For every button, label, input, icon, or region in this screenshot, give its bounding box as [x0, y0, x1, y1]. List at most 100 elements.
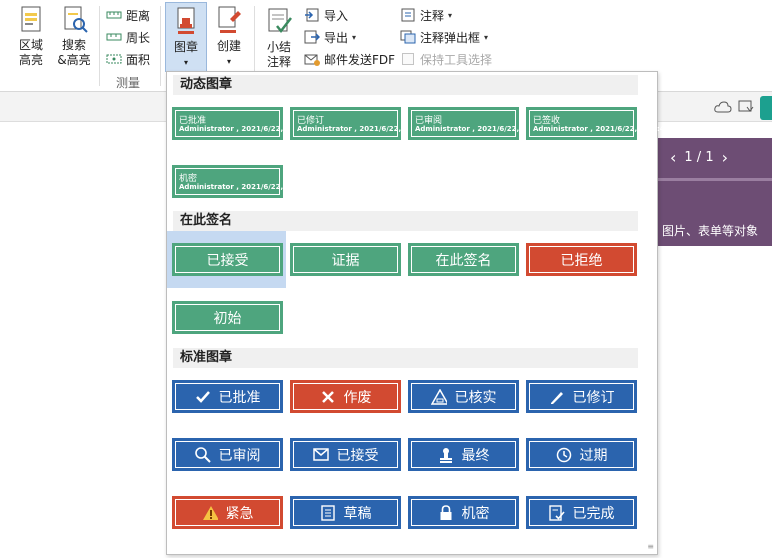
- export-caret[interactable]: ▾: [352, 32, 357, 42]
- standard-stamp-confidential[interactable]: 机密: [408, 496, 519, 529]
- download-icon[interactable]: [738, 100, 754, 117]
- stamp-label: 紧急: [225, 505, 254, 522]
- distance-button[interactable]: 距离: [106, 6, 150, 24]
- document-icon: [320, 504, 336, 521]
- annotation-popup-caret[interactable]: ▾: [484, 32, 489, 42]
- dynamic-stamps-header: 动态图章: [173, 75, 638, 95]
- area-label: 面积: [126, 52, 151, 67]
- create-stamp-icon: [214, 5, 244, 37]
- standard-stamp-revised[interactable]: 已修订: [526, 380, 637, 413]
- panel-toggle-icon[interactable]: [760, 96, 772, 120]
- email-fdf-label: 邮件发送FDF: [324, 52, 396, 67]
- stamp-label: 最终: [461, 447, 490, 464]
- standard-stamp-approved[interactable]: 已批准: [172, 380, 283, 413]
- stamp-subtitle: Administrator , 2021/6/22, 8:55:48: [297, 125, 434, 133]
- email-fdf-button[interactable]: 邮件发送FDF: [304, 50, 395, 68]
- ribbon-separator: [99, 6, 100, 86]
- stamp-label: 已修订: [572, 389, 615, 406]
- stamp-dropdown-caret[interactable]: ▾: [183, 58, 188, 67]
- triangle-icon: [430, 388, 447, 405]
- next-page-button[interactable]: ›: [721, 148, 728, 167]
- sign-stamp-accepted[interactable]: 已接受: [172, 243, 283, 276]
- standard-stamp-accepted[interactable]: 已接受: [290, 438, 401, 471]
- create-dropdown-caret[interactable]: ▾: [226, 57, 231, 66]
- import-label: 导入: [324, 8, 349, 23]
- export-label: 导出: [324, 30, 349, 45]
- panel-description: 、图片、表单等对象: [650, 224, 759, 238]
- stamp-title: 机密: [179, 174, 198, 184]
- resize-grip-icon[interactable]: ≡: [647, 542, 654, 551]
- dynamic-stamp-confidential[interactable]: 机密 Administrator , 2021/6/22, 8:55:48: [172, 165, 316, 198]
- stamp-label: 过期: [579, 447, 608, 464]
- sign-stamp-sign-here[interactable]: 在此签名: [408, 243, 519, 276]
- toolbar-right-icons: [714, 96, 772, 120]
- area-highlight-icon: [16, 4, 46, 36]
- annotation-popup-label: 注释弹出框: [420, 30, 481, 45]
- stamp-label: 已批准: [218, 389, 261, 406]
- stamp-label: 已核实: [454, 389, 497, 406]
- keep-tool-label: 保持工具选择: [420, 52, 493, 67]
- sign-here-header: 在此签名: [173, 211, 638, 231]
- keep-tool-checkbox[interactable]: [402, 53, 414, 65]
- stamp-button[interactable]: 图章 ▾: [165, 2, 207, 72]
- stamp-subtitle: Administrator , 2021/6/22, 8:55:48: [533, 125, 670, 133]
- stamp-dropdown-menu: 动态图章 已批准 Administrator , 2021/6/22, 8:55…: [166, 71, 670, 555]
- dynamic-stamp-received[interactable]: 已签收 Administrator , 2021/6/22, 8:55:48: [526, 107, 670, 140]
- ribbon-separator: [160, 6, 161, 86]
- dynamic-stamp-approved[interactable]: 已批准 Administrator , 2021/6/22, 8:55:48: [172, 107, 316, 140]
- annotation-popup-button[interactable]: 注释弹出框 ▾: [400, 28, 488, 46]
- dynamic-stamp-revised[interactable]: 已修订 Administrator , 2021/6/22, 8:55:48: [290, 107, 434, 140]
- ribbon-separator: [254, 6, 255, 86]
- import-button[interactable]: 导入: [304, 6, 348, 24]
- sign-stamp-initial[interactable]: 初始: [172, 301, 283, 334]
- search-highlight-button[interactable]: 搜索 &高亮: [54, 4, 94, 68]
- page-indicator: 1 / 1: [684, 150, 714, 165]
- standard-stamp-expired[interactable]: 过期: [526, 438, 637, 471]
- area-highlight-button[interactable]: 区域 高亮: [12, 4, 50, 68]
- export-button[interactable]: 导出 ▾: [304, 28, 356, 46]
- stamp-icon: [171, 6, 201, 38]
- create-stamp-button[interactable]: 创建 ▾: [210, 5, 248, 69]
- stamp-subtitle: Administrator , 2021/6/22, 8:55:48: [179, 183, 316, 191]
- stamp-label: 已接受: [336, 447, 379, 464]
- prev-page-button[interactable]: ‹: [670, 148, 677, 167]
- annotation-popup-icon: [400, 30, 416, 44]
- area-button[interactable]: 面积: [106, 50, 150, 68]
- summary-note-button[interactable]: 小结 注释: [260, 6, 298, 70]
- sign-stamp-rejected[interactable]: 已拒绝: [526, 243, 637, 276]
- standard-stamp-verified[interactable]: 已核实: [408, 380, 519, 413]
- completed-doc-icon: [548, 504, 565, 521]
- keep-tool-selection[interactable]: 保持工具选择: [402, 50, 492, 68]
- stamp-title: 已审阅: [415, 116, 443, 126]
- area-measure-icon: [106, 52, 122, 66]
- summary-note-label: 小结 注释: [266, 40, 291, 69]
- annotation-button[interactable]: 注释 ▾: [400, 6, 452, 24]
- email-icon: [304, 52, 320, 66]
- standard-stamp-void[interactable]: 作废: [290, 380, 401, 413]
- standard-stamp-urgent[interactable]: 紧急: [172, 496, 283, 529]
- sign-stamp-evidence[interactable]: 证据: [290, 243, 401, 276]
- standard-stamp-draft[interactable]: 草稿: [290, 496, 401, 529]
- stamp-label: 图章: [173, 40, 198, 54]
- check-icon: [195, 389, 211, 405]
- import-icon: [304, 8, 320, 22]
- perimeter-label: 周长: [126, 30, 151, 45]
- clock-icon: [556, 447, 572, 463]
- annotation-caret[interactable]: ▾: [448, 10, 453, 20]
- x-icon: [320, 389, 336, 405]
- create-stamp-label: 创建: [216, 39, 241, 53]
- cloud-icon[interactable]: [714, 100, 732, 117]
- stamp-title: 已修订: [297, 116, 325, 126]
- standard-stamp-completed[interactable]: 已完成: [526, 496, 637, 529]
- standard-stamp-final[interactable]: 最终: [408, 438, 519, 471]
- annotation-icon: [400, 8, 416, 22]
- summary-note-icon: [264, 6, 294, 38]
- standard-stamp-reviewed[interactable]: 已审阅: [172, 438, 283, 471]
- magnifier-icon: [194, 446, 211, 463]
- perimeter-button[interactable]: 周长: [106, 28, 150, 46]
- export-icon: [304, 30, 321, 44]
- stamp-label: 已审阅: [218, 447, 261, 464]
- stamp-label: 草稿: [343, 505, 372, 522]
- dynamic-stamp-reviewed[interactable]: 已审阅 Administrator , 2021/6/22, 8:55:48: [408, 107, 552, 140]
- annotation-label: 注释: [420, 8, 445, 23]
